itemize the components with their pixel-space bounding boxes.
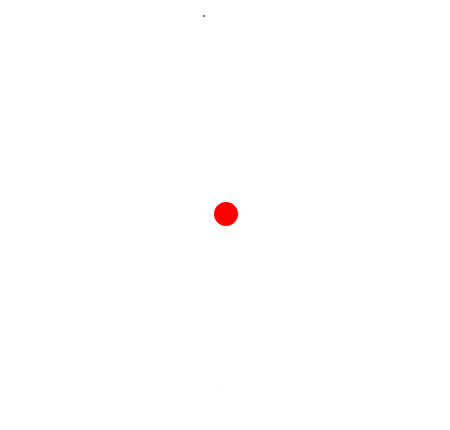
bottom-speck-mark: [220, 386, 222, 388]
top-speck-mark: [203, 15, 205, 17]
red-target-dot[interactable]: [214, 202, 238, 226]
